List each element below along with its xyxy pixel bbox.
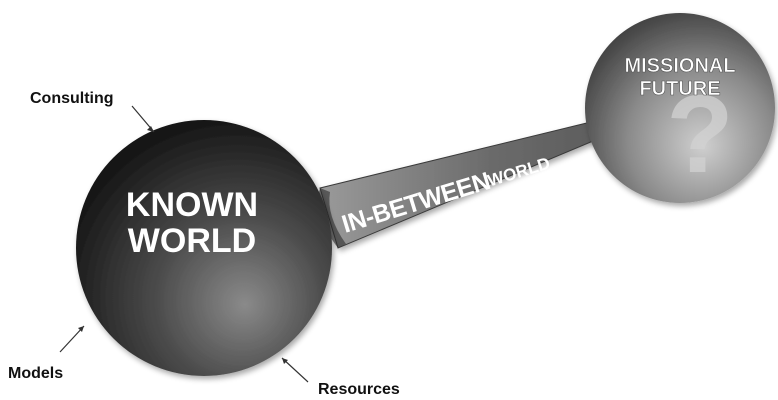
known-world-line1: KNOWN xyxy=(126,186,258,224)
consulting-arrowhead xyxy=(147,126,154,132)
missional-future-sphere: ? MISSIONAL FUTURE xyxy=(585,13,775,203)
missional-future-line2: FUTURE xyxy=(639,78,720,100)
models-pointer: Models xyxy=(8,325,85,382)
known-world-circle xyxy=(76,120,332,376)
question-mark-glyph: ? xyxy=(666,73,733,196)
resources-arrowhead xyxy=(282,358,288,364)
models-label: Models xyxy=(8,365,63,382)
models-arrow-line xyxy=(59,325,85,353)
consulting-pointer: Consulting xyxy=(30,90,155,133)
models-arrowhead xyxy=(78,326,84,332)
arrow-ribbon-edge xyxy=(318,188,346,248)
consulting-label: Consulting xyxy=(30,90,114,107)
known-world-sphere: KNOWN WORLD xyxy=(76,120,332,376)
missional-future-circle xyxy=(585,13,775,203)
resources-arrow-line xyxy=(281,357,309,383)
known-world-line2: WORLD xyxy=(128,222,256,260)
resources-pointer: Resources xyxy=(281,357,400,398)
resources-label: Resources xyxy=(318,381,400,398)
missional-future-line1: MISSIONAL xyxy=(624,55,735,77)
